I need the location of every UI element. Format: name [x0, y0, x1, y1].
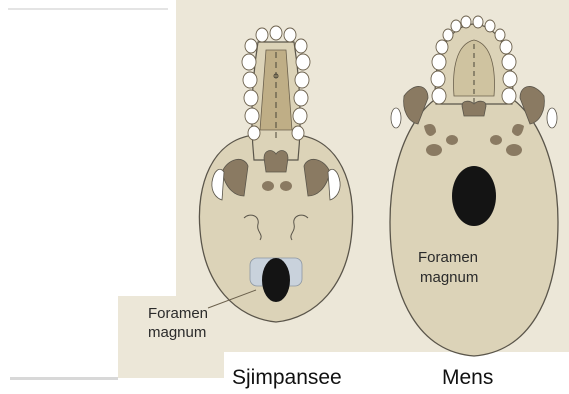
- human-temporal-left: [391, 108, 401, 128]
- human-tooth: [461, 16, 471, 28]
- chimp-tooth: [284, 28, 296, 42]
- chimp-tooth: [292, 126, 304, 140]
- chimp-tooth: [295, 72, 309, 88]
- chimp-tooth: [295, 39, 307, 53]
- human-foramen-label-line1: Foramen: [418, 248, 478, 267]
- chimp-foramen-label-line2: magnum: [148, 323, 206, 342]
- chimp-tooth: [256, 28, 268, 42]
- chimp-skull: [199, 26, 352, 322]
- human-tooth: [485, 20, 495, 32]
- human-tooth: [503, 71, 517, 87]
- human-mastoid-right: [506, 144, 522, 156]
- human-tooth: [451, 20, 461, 32]
- human-tooth: [502, 88, 516, 104]
- human-tooth: [502, 54, 516, 70]
- human-tooth: [436, 40, 448, 54]
- human-skull: [390, 16, 558, 356]
- chimp-tooth: [245, 39, 257, 53]
- human-condyle-right: [490, 135, 502, 145]
- chimp-foramen-label-line1: Foramen: [148, 304, 208, 323]
- chimp-tooth: [296, 54, 310, 70]
- human-condyle-left: [446, 135, 458, 145]
- human-temporal-right: [547, 108, 557, 128]
- human-caption: Mens: [442, 365, 493, 391]
- chimp-pterygoid-left: [262, 181, 274, 191]
- human-foramen-magnum: [452, 166, 496, 226]
- human-tooth: [432, 88, 446, 104]
- human-tooth: [443, 29, 453, 41]
- human-foramen-label-line2: magnum: [420, 268, 478, 287]
- chimp-tooth: [293, 108, 307, 124]
- chimp-foramen-magnum: [262, 258, 290, 302]
- chimp-choanae: [264, 151, 288, 172]
- chimp-tooth: [294, 90, 308, 106]
- chimp-tooth: [245, 108, 259, 124]
- chimp-tooth: [244, 90, 258, 106]
- chimp-pterygoid-right: [280, 181, 292, 191]
- chimp-tooth: [248, 126, 260, 140]
- chimp-tooth: [243, 72, 257, 88]
- human-mastoid-left: [426, 144, 442, 156]
- human-tooth: [500, 40, 512, 54]
- chimp-tooth: [270, 26, 282, 40]
- chimp-caption: Sjimpansee: [232, 365, 342, 391]
- human-tooth: [432, 54, 446, 70]
- human-tooth: [495, 29, 505, 41]
- human-tooth: [431, 71, 445, 87]
- chimp-tooth: [242, 54, 256, 70]
- human-tooth: [473, 16, 483, 28]
